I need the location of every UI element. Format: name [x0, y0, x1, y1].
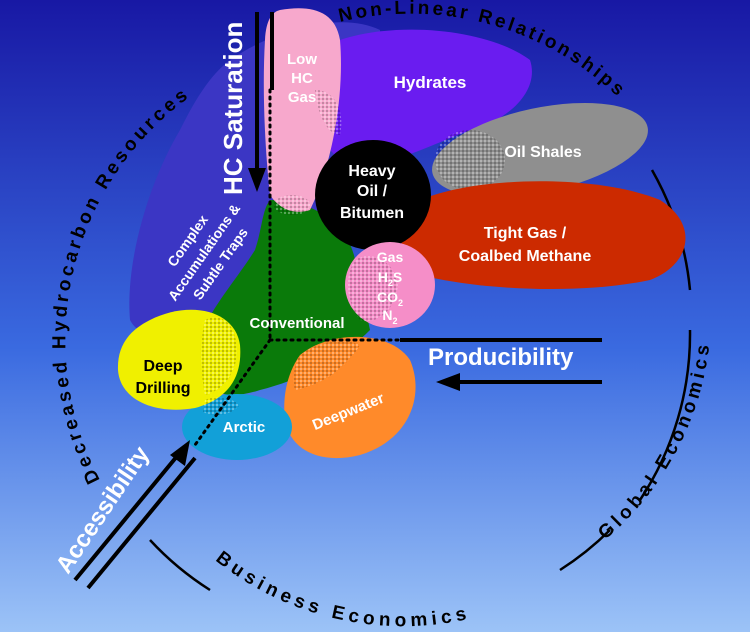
hc-saturation-arrow	[248, 12, 274, 192]
accessibility-arrow	[73, 440, 197, 590]
svg-text:Low: Low	[287, 51, 317, 68]
svg-text:Drilling: Drilling	[135, 380, 190, 397]
producibility-arrow	[400, 338, 602, 391]
hc-saturation-label: HC Saturation	[218, 22, 248, 195]
deep-drilling-overlap	[201, 317, 237, 395]
heavy-oil-region	[315, 140, 431, 250]
tight-gas-region	[401, 181, 686, 290]
low-gas-overlap-2	[274, 195, 310, 215]
svg-text:Coalbed Methane: Coalbed Methane	[459, 248, 592, 265]
arctic-label: Arctic	[223, 419, 266, 436]
svg-text:Gas: Gas	[377, 249, 404, 265]
tight-gas-label: Tight Gas / Coalbed Methane	[459, 225, 592, 265]
dotted-axes	[193, 88, 402, 447]
low-hc-gas-region	[263, 8, 341, 212]
deep-drilling-label: Deep Drilling	[135, 358, 190, 397]
svg-text:Heavy: Heavy	[348, 163, 395, 180]
svg-text:N2: N2	[382, 307, 397, 326]
svg-text:Deep: Deep	[143, 358, 182, 375]
outer-circle	[149, 169, 692, 592]
low-gas-overlap	[315, 90, 342, 135]
hydrates-label: Hydrates	[394, 73, 467, 92]
conventional-label: Conventional	[249, 315, 344, 332]
heavy-oil-label: Heavy Oil / Bitumen	[340, 163, 404, 222]
svg-text:Bitumen: Bitumen	[340, 205, 404, 222]
gas-overlap	[348, 256, 398, 321]
svg-text:HC: HC	[291, 70, 313, 87]
svg-text:Gas: Gas	[288, 89, 316, 106]
svg-text:Oil /: Oil /	[357, 183, 388, 200]
producibility-label: Producibility	[428, 344, 574, 371]
svg-text:CO2: CO2	[377, 289, 403, 308]
arctic-overlap	[203, 397, 240, 416]
hydrates-region	[316, 29, 532, 166]
deepwater-overlap	[293, 341, 360, 390]
svg-text:Tight Gas /: Tight Gas /	[484, 225, 567, 242]
gas-impurities-label: Gas H2S CO2 N2	[377, 249, 404, 326]
oil-shales-label: Oil Shales	[504, 144, 581, 161]
svg-text:H2S: H2S	[378, 269, 402, 288]
oil-shales-overlap	[435, 130, 505, 190]
low-hc-gas-label: Low HC Gas	[287, 51, 317, 106]
